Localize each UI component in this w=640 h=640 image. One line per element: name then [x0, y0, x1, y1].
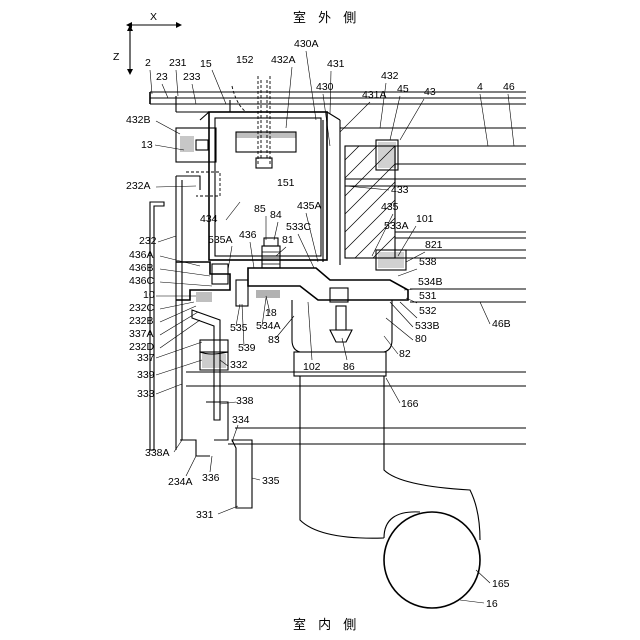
ref-label-232: 232 — [139, 235, 157, 247]
ref-label-435: 435 — [381, 201, 399, 213]
ref-label-821: 821 — [425, 239, 443, 251]
axis-x-label: X — [150, 11, 157, 23]
ref-label-432a: 432A — [271, 54, 296, 66]
ref-label-84: 84 — [270, 209, 282, 221]
gasket-clip — [176, 128, 220, 196]
roller-16 — [384, 512, 480, 608]
ref-label-10: 10 — [143, 289, 155, 301]
ref-label-23: 23 — [156, 71, 168, 83]
ref-label-101: 101 — [416, 213, 434, 225]
ref-label-533c: 533C — [286, 221, 312, 233]
ref-label-85: 85 — [254, 203, 266, 215]
ref-label-232b: 232B — [129, 315, 154, 327]
rail-plate — [248, 268, 408, 302]
ref-label-233: 233 — [183, 71, 201, 83]
ref-label-15: 15 — [200, 58, 212, 70]
ref-label-433: 433 — [391, 184, 409, 196]
ref-label-332: 332 — [230, 359, 248, 371]
reference-labels: 22323123315152432A430A431430431A43245434… — [126, 38, 515, 610]
ref-label-434: 434 — [200, 213, 218, 225]
ref-label-531: 531 — [419, 290, 437, 302]
ref-label-334: 334 — [232, 414, 250, 426]
ref-label-338: 338 — [236, 395, 254, 407]
ref-label-338a: 338A — [145, 447, 170, 459]
ref-label-166: 166 — [401, 398, 419, 410]
ref-label-46b: 46B — [492, 318, 511, 330]
ref-label-336: 336 — [202, 472, 220, 484]
ref-label-436: 436 — [239, 229, 257, 241]
ref-label-333: 333 — [137, 388, 155, 400]
ref-label-335: 335 — [262, 475, 280, 487]
ref-label-539: 539 — [238, 342, 256, 354]
ref-label-430a: 430A — [294, 38, 319, 50]
ref-label-16: 16 — [486, 598, 498, 610]
ref-label-83: 83 — [268, 334, 280, 346]
ref-label-4: 4 — [477, 81, 483, 93]
ref-label-535a: 535A — [208, 234, 233, 246]
ref-label-535: 535 — [230, 322, 248, 334]
axis-z-label: Z — [113, 51, 120, 63]
ref-label-533b: 533B — [415, 320, 440, 332]
anchor-bolt — [262, 238, 280, 268]
ref-label-18: 18 — [265, 307, 277, 319]
ref-label-46: 46 — [503, 81, 515, 93]
ref-label-2: 2 — [145, 57, 151, 69]
ref-label-436c: 436C — [129, 275, 155, 287]
ref-label-234a: 234A — [168, 476, 193, 488]
ref-label-152: 152 — [236, 54, 254, 66]
ref-label-436a: 436A — [129, 249, 154, 261]
channel-232 — [150, 176, 182, 450]
ref-label-534a: 534A — [256, 320, 281, 332]
ref-label-82: 82 — [399, 348, 411, 360]
ref-label-102: 102 — [303, 361, 321, 373]
ref-label-435a: 435A — [297, 200, 322, 212]
shade-body-166 — [300, 376, 480, 540]
ref-label-432: 432 — [381, 70, 399, 82]
ref-label-45: 45 — [397, 83, 409, 95]
ref-label-337: 337 — [137, 352, 155, 364]
wall-frame — [150, 92, 230, 112]
ref-label-538: 538 — [419, 256, 437, 268]
bolt-151 — [232, 76, 272, 168]
ref-label-436b: 436B — [129, 262, 154, 274]
ref-label-43: 43 — [424, 86, 436, 98]
ref-label-232c: 232C — [129, 302, 155, 314]
ref-label-165: 165 — [492, 578, 510, 590]
ref-label-431a: 431A — [362, 89, 387, 101]
ref-label-337a: 337A — [129, 328, 154, 340]
ref-label-339: 339 — [137, 369, 155, 381]
ref-label-532: 532 — [419, 305, 437, 317]
ref-label-534b: 534B — [418, 276, 443, 288]
ref-label-13: 13 — [141, 139, 153, 151]
glass-panel-lines — [150, 92, 526, 444]
ref-label-86: 86 — [343, 361, 355, 373]
caption-outdoor-side: 室 外 側 — [293, 10, 360, 26]
ref-label-81: 81 — [282, 234, 294, 246]
caption-indoor-side: 室 内 側 — [293, 617, 360, 633]
ref-label-430: 430 — [316, 81, 334, 93]
ref-label-151: 151 — [277, 177, 295, 189]
ref-label-331: 331 — [196, 509, 214, 521]
ref-label-231: 231 — [169, 57, 187, 69]
ref-label-80: 80 — [415, 333, 427, 345]
ref-label-533a: 533A — [384, 220, 409, 232]
ref-label-431: 431 — [327, 58, 345, 70]
ref-label-432b: 432B — [126, 114, 151, 126]
ref-label-232a: 232A — [126, 180, 151, 192]
